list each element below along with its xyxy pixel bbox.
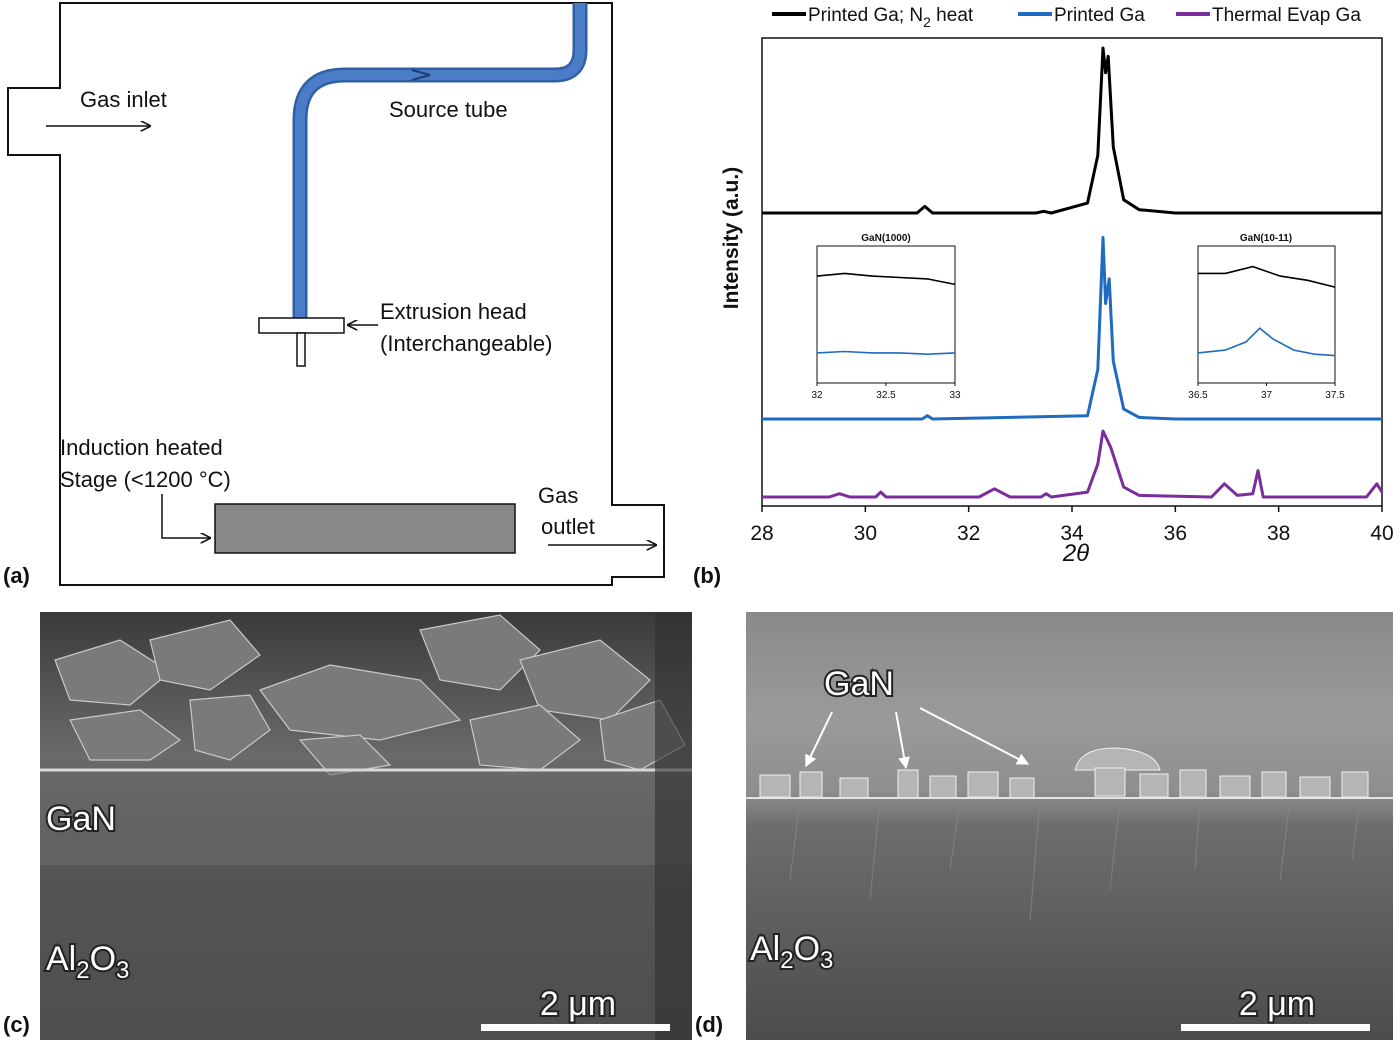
chamber-outline <box>7 2 665 586</box>
sem-d-streaks <box>789 799 1361 921</box>
inset-2-frame <box>1197 245 1336 384</box>
sem-c-crystal-texture <box>54 614 686 776</box>
x-tick-label: 36 <box>1164 522 1187 545</box>
callout-arrow-2 <box>895 711 911 770</box>
panel-c-sem-image: GaN Al2O3 2 μm (c) <box>3 612 692 1040</box>
gas-outlet-label-line1: Gas <box>538 483 578 508</box>
inset-1-series-group <box>816 272 956 356</box>
sem-c-shadow-edge <box>655 612 692 1040</box>
sem-c-gan-label: GaN <box>46 800 116 838</box>
panel-label-c: (c) <box>3 1012 30 1037</box>
xrd-series-group <box>762 46 1384 499</box>
inset-2-title: GaN(10-11) <box>1240 233 1292 244</box>
induction-stage <box>214 503 516 554</box>
x-axis-ticks: 28 30 32 34 36 38 40 <box>750 506 1394 545</box>
y-axis-label: Intensity (a.u.) <box>720 167 743 309</box>
inset-x-tick-label: 37.5 <box>1325 390 1345 401</box>
panel-b-xrd-chart: Printed Ga; N2 heat Printed Ga Thermal E… <box>693 5 1394 588</box>
inset-2-x-ticks: 36.5 37 37.5 <box>1188 383 1345 401</box>
sem-d-scale-bar <box>1181 1024 1370 1031</box>
xrd-series-line-3 <box>762 429 1384 499</box>
panel-a-schematic: Gas inlet Source tube Extrusion head (In… <box>3 2 665 588</box>
callout-arrow-1 <box>805 711 833 768</box>
panel-label-a: (a) <box>3 563 30 588</box>
inset-x-tick-label: 37 <box>1261 390 1273 401</box>
extrusion-head-sublabel: (Interchangeable) <box>380 331 552 356</box>
sem-c-gan-layer <box>40 770 692 865</box>
sem-c-al2o3-label: Al2O3 <box>46 940 129 984</box>
inset-x-tick-label: 36.5 <box>1188 390 1208 401</box>
legend-label-series-3: Thermal Evap Ga <box>1212 5 1361 26</box>
inset-series-line-2 <box>1197 327 1336 357</box>
tube-flow-arrow-icon <box>411 69 431 81</box>
source-tube-core <box>295 3 585 318</box>
panel-label-b: (b) <box>693 563 721 588</box>
inset-x-tick-label: 32.5 <box>876 390 896 401</box>
inset-series-line-1 <box>816 272 956 286</box>
extrusion-nozzle <box>296 332 306 367</box>
induction-label-line2: Stage (<1200 °C) <box>60 467 231 492</box>
inset-series-line-1 <box>1198 265 1336 288</box>
panel-d-sem-image: GaN Al2O3 2 μm (d) <box>695 612 1393 1040</box>
x-tick-label: 32 <box>957 522 980 545</box>
gas-outlet-label-line2: outlet <box>541 514 595 539</box>
source-tube-label: Source tube <box>389 97 508 122</box>
gas-inlet-label: Gas inlet <box>80 87 167 112</box>
inset-2-series-group <box>1197 265 1336 357</box>
sem-c-scale-bar <box>481 1024 670 1031</box>
legend-label-series-2: Printed Ga <box>1054 5 1145 26</box>
extrusion-head-label: Extrusion head <box>380 299 527 324</box>
sem-d-scale-label: 2 μm <box>1239 985 1315 1023</box>
induction-label-line1: Induction heated <box>60 435 223 460</box>
extrusion-head <box>258 317 345 334</box>
x-tick-label: 30 <box>854 522 877 545</box>
x-tick-label: 38 <box>1267 522 1290 545</box>
inset-gan-1000: GaN(1000) 32 32.5 33 <box>811 233 961 401</box>
sem-c-scale-label: 2 μm <box>540 985 616 1023</box>
inset-x-tick-label: 33 <box>949 390 961 401</box>
inset-1-frame <box>816 245 956 384</box>
inset-1-x-ticks: 32 32.5 33 <box>811 383 961 401</box>
x-tick-label: 34 <box>1060 522 1084 545</box>
xrd-series-line-1 <box>762 46 1382 215</box>
x-tick-label: 28 <box>750 522 773 545</box>
induction-stage-arrow <box>161 494 210 538</box>
xrd-series-line-2 <box>762 236 1382 421</box>
sem-d-background <box>746 612 1393 1040</box>
inset-gan-10-11: GaN(10-11) 36.5 37 37.5 <box>1188 233 1345 401</box>
sem-d-gan-callout: GaN <box>824 665 894 703</box>
x-tick-label: 40 <box>1370 522 1393 545</box>
inset-1-title: GaN(1000) <box>861 233 910 244</box>
inset-series-line-2 <box>816 350 956 356</box>
x-axis-label: 2θ <box>1062 540 1089 567</box>
inset-x-tick-label: 32 <box>811 390 823 401</box>
sem-d-islands <box>759 747 1369 799</box>
source-tube <box>292 3 588 318</box>
callout-arrow-3 <box>919 707 1030 765</box>
legend-label-series-1: Printed Ga; N2 heat <box>808 5 974 30</box>
sem-d-al2o3-label: Al2O3 <box>750 930 833 974</box>
panel-label-d: (d) <box>695 1012 723 1037</box>
chart-legend: Printed Ga; N2 heat Printed Ga Thermal E… <box>772 5 1361 30</box>
